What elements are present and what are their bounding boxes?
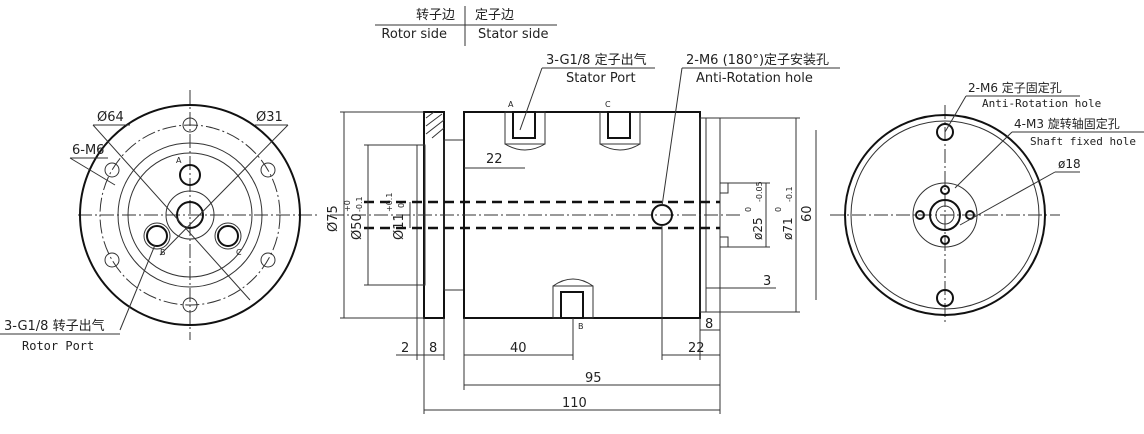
rotor-port-cn: 3-G1/8 转子出气 <box>4 318 105 334</box>
side-header: 转子边 Rotor side 定子边 Stator side <box>375 6 557 46</box>
dia71-tol-up: 0 <box>774 207 783 212</box>
stator-port-en: Stator Port <box>566 71 636 86</box>
right-end-view: 2-M6 定子固定孔 Anti-Rotation hole 4-M3 旋转轴固定… <box>830 80 1144 325</box>
dim-60: 60 <box>800 205 815 222</box>
dim-3: 3 <box>763 274 771 289</box>
rotor-side-en: Rotor side <box>381 27 447 42</box>
dim-40: 40 <box>510 341 527 356</box>
stator-port-cn: 3-G1/8 定子出气 <box>546 52 647 68</box>
dim-2: 2 <box>401 341 409 356</box>
right-anti-rot-en: Anti-Rotation hole <box>982 97 1101 110</box>
dim-95: 95 <box>585 371 602 386</box>
dim-8-right: 8 <box>705 317 713 332</box>
side-port-a: A <box>508 100 514 109</box>
stator-side-en: Stator side <box>478 27 548 42</box>
side-view: A C B 3-G1/8 定子出气 Stator Port 2-M6 (180°… <box>326 52 840 414</box>
dia11-tol-up: +0.1 <box>385 193 394 212</box>
anti-rot-cn: 2-M6 (180°)定子安装孔 <box>686 53 829 68</box>
dia25-tol-up: 0 <box>744 207 753 212</box>
dia64-label: Ø64 <box>97 110 124 125</box>
anti-rot-en: Anti-Rotation hole <box>696 71 813 86</box>
dia25-tol-low: -0.05 <box>755 181 764 202</box>
dia31-label: Ø31 <box>256 110 283 125</box>
shaft-hole-en: Shaft fixed hole <box>1030 135 1136 148</box>
dia50-tol-up: +0 <box>343 200 352 212</box>
right-anti-rot-cn: 2-M6 定子固定孔 <box>968 80 1062 95</box>
dia25-label: ø25 <box>751 217 765 240</box>
dia71-label: ø71 <box>781 217 795 240</box>
dia11-label: Ø11 <box>392 213 407 240</box>
left-port-a: A <box>176 156 182 165</box>
rotor-port-en: Rotor Port <box>22 339 94 353</box>
dia71-tol-low: -0.1 <box>785 186 794 202</box>
rotor-side-cn: 转子边 <box>416 8 455 23</box>
dia50-label: Ø50 <box>350 213 365 240</box>
side-port-b: B <box>578 322 584 331</box>
left-end-view: A B C Ø64 Ø31 6-M6 3-G1/8 转子出气 Rotor Por… <box>0 90 320 353</box>
stator-side-cn: 定子边 <box>475 8 514 23</box>
m6-holes-label: 6-M6 <box>72 143 104 158</box>
side-port-c: C <box>605 100 611 109</box>
dia18-label: ø18 <box>1058 157 1081 171</box>
left-port-c: C <box>236 248 242 257</box>
dim-22-bottom: 22 <box>688 341 705 356</box>
dim-22-top: 22 <box>486 152 503 167</box>
dim-110: 110 <box>562 396 587 411</box>
shaft-hole-cn: 4-M3 旋转轴固定孔 <box>1014 116 1120 131</box>
dia50-tol-low: -0.1 <box>355 196 364 212</box>
dia11-tol-low: 0 <box>397 203 406 208</box>
dia75-label: Ø75 <box>326 205 341 232</box>
dim-8-left: 8 <box>429 341 437 356</box>
